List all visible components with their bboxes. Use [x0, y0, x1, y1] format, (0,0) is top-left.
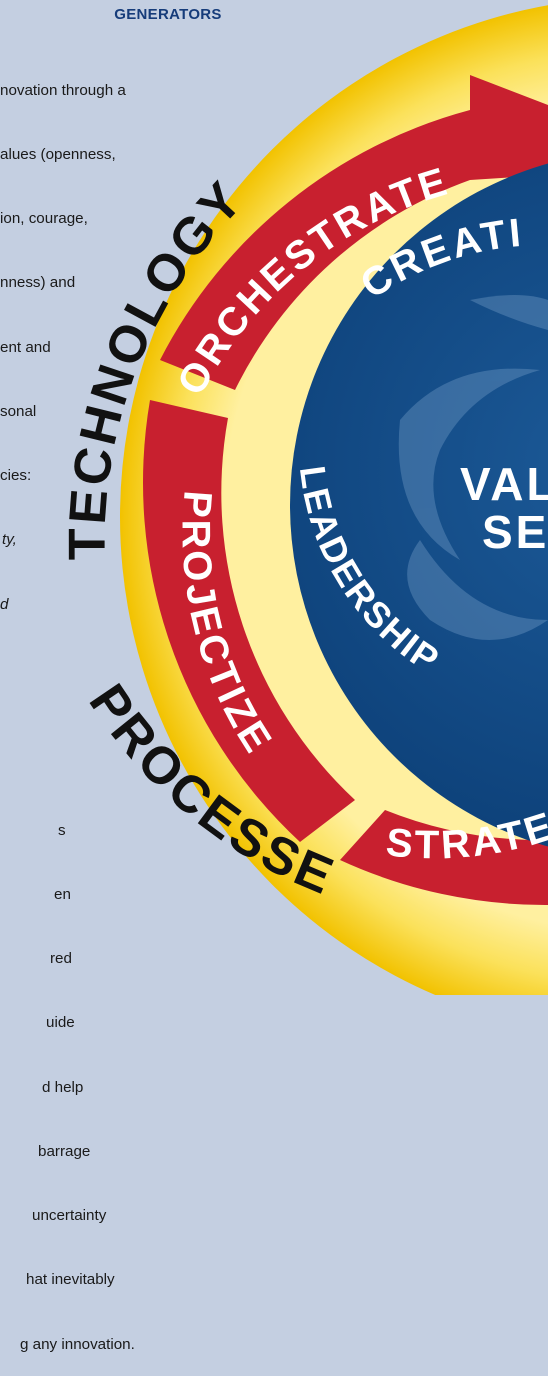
strategy-arc: [340, 810, 548, 906]
text-line: sonal: [0, 402, 37, 420]
text-line: uide: [46, 1014, 75, 1032]
text-line: barrage: [38, 1142, 91, 1160]
text-line: ion, courage,: [0, 210, 88, 228]
projectize-arc: [142, 400, 355, 842]
text-line: g any innovation.: [20, 1335, 135, 1353]
text-line: en: [54, 886, 71, 904]
text-line: uncertainty: [32, 1207, 107, 1225]
text-line: nness) and: [0, 274, 76, 292]
innovation-cycle-diagram: TECHNOLOGY PROCESSES ORCHESTRATE PROJECT…: [0, 0, 548, 995]
center-line-2: SE: [482, 506, 548, 558]
text-line: hat inevitably: [26, 1271, 115, 1289]
text-line: alues (openness,: [0, 146, 116, 164]
text-line-italic: d: [0, 595, 9, 613]
core-circle: [290, 163, 548, 847]
text-line: red: [50, 950, 72, 968]
text-line: cies:: [0, 467, 32, 485]
section-heading: GENERATORS: [114, 6, 222, 23]
text-line-italic: ty,: [2, 531, 17, 549]
center-line-1: VAL: [460, 458, 548, 510]
text-line: ent and: [0, 338, 51, 356]
swirl-graphic: [398, 295, 548, 640]
middle-ring: [142, 75, 548, 906]
text-line: s: [58, 821, 66, 839]
text-line: d help: [42, 1078, 84, 1096]
text-line: novation through a: [0, 81, 126, 99]
orchestrate-arrow: [160, 75, 548, 390]
top-paragraph: novation through a alues (openness, ion,…: [0, 37, 126, 636]
